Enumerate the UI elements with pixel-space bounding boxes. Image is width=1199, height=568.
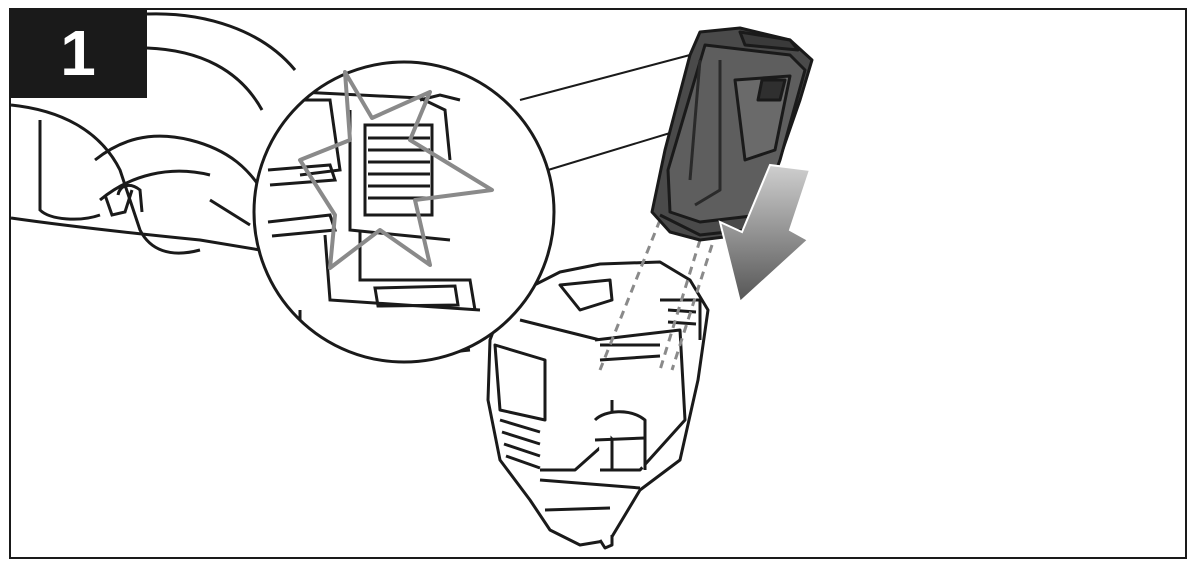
alignment-guides: [598, 219, 714, 371]
callout-connector: [519, 54, 691, 171]
step-badge: 1: [9, 8, 147, 98]
click-star-icon: [298, 70, 494, 270]
battery-pack-icon: [650, 26, 814, 242]
diagram-frame: [9, 8, 1187, 559]
magnifier-callout-icon: [252, 60, 556, 364]
tool-handle: [10, 12, 297, 255]
insert-arrow-icon: [718, 163, 812, 304]
step-number: 1: [60, 17, 96, 89]
